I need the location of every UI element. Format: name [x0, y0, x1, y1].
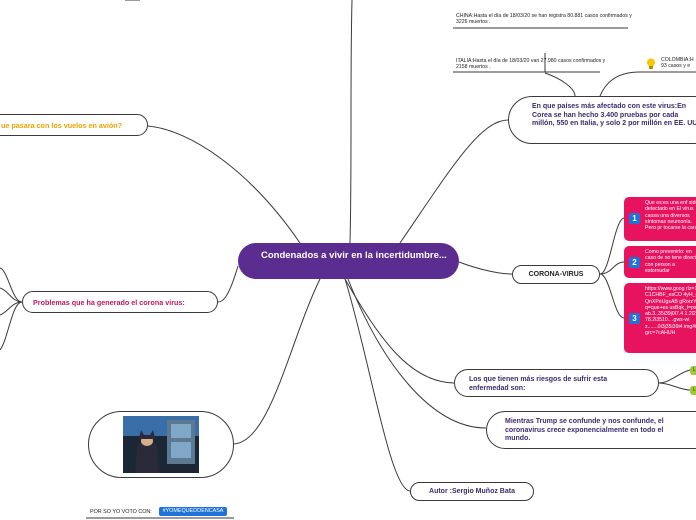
china-note: CHINA:Hasta el día de 18/03/20 se han re… [456, 13, 632, 26]
topic-autor-label: Autor :Sergio Muñoz Bata [429, 488, 515, 495]
topic-countries[interactable]: En que países más afectado con este viru… [508, 96, 696, 144]
lightbulb-icon [646, 57, 656, 75]
topic-countries-label: En que países más afectado con este viru… [532, 103, 696, 127]
card-what-is[interactable]: 1 Que es:es una enf sido detectado en El… [624, 197, 696, 241]
topic-coronavirus-label: CORONA-VIRUS [528, 271, 584, 278]
topic-coronavirus[interactable]: CORONA-VIRUS [512, 265, 600, 284]
topic-vuelos-label: ue pasara con los vuelos en avión? [1, 120, 123, 130]
topic-trump[interactable]: Mientras Trump se confunde y nos confund… [486, 411, 696, 449]
riesgo-child-1[interactable]: L [690, 366, 696, 375]
card-what-is-text: Que es:es una enf sido detectado en El v… [645, 200, 696, 232]
vote-label: POR SO YO VOTO CON: [90, 509, 152, 515]
central-topic[interactable]: Condenados a vivir en la incertidumbre..… [238, 243, 459, 279]
vote-hashtag[interactable]: #YOMEQUEDOENCASA [159, 507, 227, 516]
number-badge: 1 [629, 213, 640, 224]
topic-trump-label: Mientras Trump se confunde y nos confund… [505, 418, 664, 442]
italia-note: ITALIA:Hasta el día de 18/03/20 van 27.9… [456, 58, 606, 71]
topic-riesgo-label: Los que tienen más riesgos de sufrir est… [469, 376, 608, 392]
topic-riesgo[interactable]: Los que tienen más riesgos de sufrir est… [454, 369, 659, 397]
topic-problemas[interactable]: Problemas que ha generado el corona viru… [22, 291, 218, 313]
number-badge: 3 [629, 313, 640, 324]
topic-autor[interactable]: Autor :Sergio Muñoz Bata [410, 482, 534, 501]
card-prevention[interactable]: 2 Como prevenirlo: en caso de no tene di… [624, 246, 696, 278]
batman-image [123, 416, 199, 473]
topic-vuelos[interactable]: ue pasara con los vuelos en avión? [0, 114, 148, 136]
card-prevention-text: Como prevenirlo: en caso de no tene dire… [645, 249, 696, 274]
riesgo-child-2[interactable]: L [690, 386, 696, 395]
number-badge: 2 [629, 257, 640, 268]
colombia-note: COLOMBIA:H 93 casos y e [661, 57, 694, 70]
card-link-text: https://www.goog rlz=1C1CHBF_esCO 4yH_dQ… [645, 286, 696, 337]
topic-problemas-label: Problemas que ha generado el corona viru… [33, 297, 185, 307]
card-link[interactable]: 3 https://www.goog rlz=1C1CHBF_esCO 4yH_… [624, 283, 696, 353]
topic-image[interactable] [88, 411, 234, 478]
